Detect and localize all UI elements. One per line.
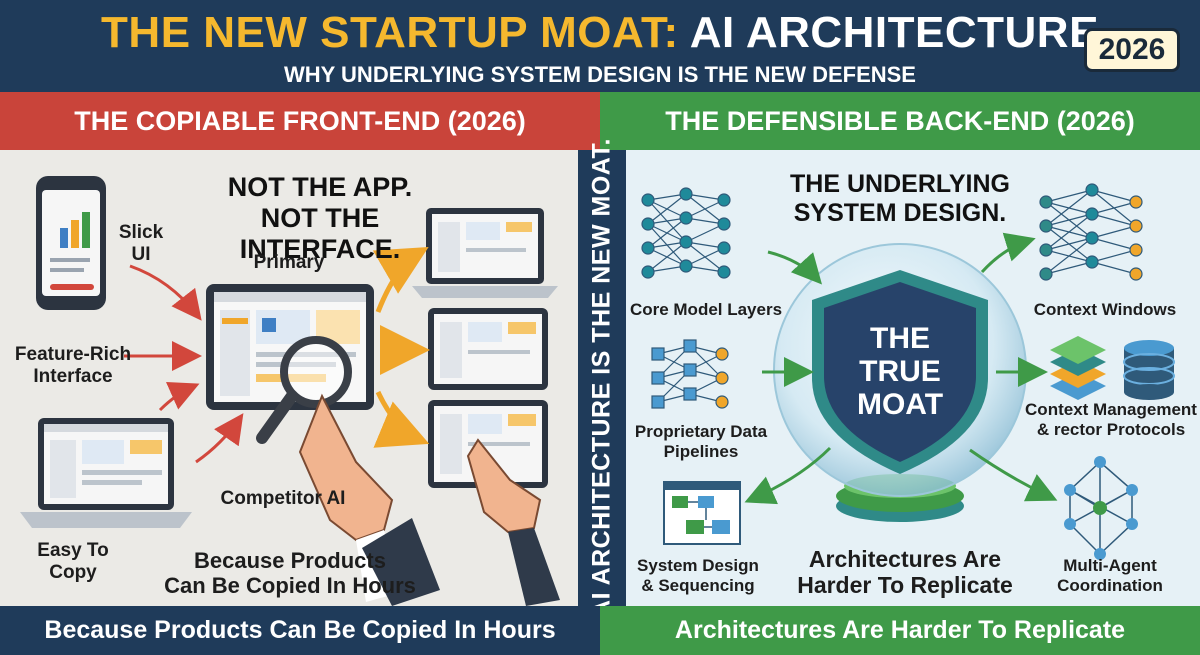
left-caption-line1: Because Products	[194, 548, 386, 573]
label-proprietary-pipelines: Proprietary Data Pipelines	[626, 422, 776, 461]
shield-label-line3: MOAT	[856, 388, 944, 421]
arrow	[744, 446, 832, 505]
label-slick-ui-line2: UI	[131, 243, 151, 265]
agent-network-icon	[1064, 456, 1138, 560]
right-caption: Architectures Are Harder To Replicate	[790, 546, 1020, 599]
label-multi-agent-line2: Coordination	[1057, 575, 1163, 595]
flowchart-icon	[663, 481, 741, 545]
arrow	[969, 448, 1058, 502]
left-headline: NOT THE APP. NOT THE INTERFACE.	[204, 172, 436, 265]
arrow	[195, 413, 244, 464]
main-title: THE NEW STARTUP MOAT: AI ARCHITECTURE	[0, 8, 1200, 58]
label-context-mgmt-line1: Context Management	[1025, 400, 1197, 419]
arrow	[767, 250, 823, 285]
label-context-management: Context Management & rector Protocols	[1024, 400, 1198, 439]
right-caption-line2: Harder To Replicate	[797, 572, 1013, 599]
pointing-hand-icon	[298, 393, 440, 606]
tablet-icon	[428, 308, 548, 390]
label-feature-rich: Feature-Rich Interface	[6, 344, 140, 388]
database-icon	[1123, 340, 1175, 400]
left-footer: Because Products Can Be Copied In Hours	[0, 606, 600, 655]
label-primary: Primary	[253, 252, 325, 273]
label-easy-copy-line1: Easy To	[37, 540, 109, 561]
right-headline-line1: THE UNDERLYING	[790, 170, 1010, 198]
pointing-hand-icon	[466, 438, 560, 606]
right-section-header: THE DEFENSIBLE BACK-END (2026)	[600, 92, 1200, 150]
label-system-design-line2: & Sequencing	[641, 575, 755, 595]
label-pipelines-line1: Proprietary Data	[634, 422, 768, 441]
label-easy-copy-line2: Copy	[49, 561, 97, 583]
laptop-icon	[412, 208, 558, 298]
label-easy-to-copy: Easy To Copy	[28, 540, 118, 584]
shield-label-line1: THE	[870, 322, 930, 355]
left-caption: Because Products Can Be Copied In Hours	[150, 548, 430, 599]
label-system-design: System Design & Sequencing	[628, 556, 768, 595]
label-feature-rich-line2: Interface	[33, 365, 113, 387]
neural-network-icon	[641, 187, 731, 279]
center-divider	[578, 150, 626, 606]
arrow	[158, 382, 200, 412]
left-headline-line1: NOT THE APP.	[227, 172, 413, 202]
left-headline-line2: NOT THE INTERFACE.	[239, 203, 401, 265]
subtitle: WHY UNDERLYING SYSTEM DESIGN IS THE NEW …	[284, 62, 916, 87]
right-headline-line2: SYSTEM DESIGN.	[793, 198, 1007, 227]
right-footer: Architectures Are Harder To Replicate	[600, 606, 1200, 655]
neural-network-icon	[651, 339, 729, 409]
laptop-icon	[20, 418, 192, 528]
shield-icon	[773, 243, 1027, 522]
right-caption-line1: Architectures Are	[808, 546, 1002, 572]
arrow	[372, 246, 429, 313]
shield-label-line2: TRUE	[859, 355, 941, 388]
arrow	[129, 264, 202, 321]
label-multi-agent: Multi-Agent Coordination	[1040, 556, 1180, 595]
label-context-windows: Context Windows	[1033, 300, 1177, 319]
left-caption-line2: Can Be Copied In Hours	[164, 573, 416, 599]
label-competitor-ai: Competitor AI	[220, 488, 346, 509]
label-slick-ui-line1: Slick	[118, 222, 164, 243]
smartphone-icon	[36, 176, 106, 310]
label-system-design-line1: System Design	[637, 556, 759, 575]
layers-icon	[1050, 336, 1106, 400]
main-title-part1: THE NEW STARTUP MOAT:	[101, 8, 679, 57]
main-title-part2: AI ARCHITECTURE	[689, 8, 1099, 57]
label-pipelines-line2: Pipelines	[663, 441, 739, 461]
magnifier-icon	[256, 336, 352, 444]
right-headline: THE UNDERLYING SYSTEM DESIGN.	[772, 170, 1028, 228]
left-section-header: THE COPIABLE FRONT-END (2026)	[0, 92, 600, 150]
year-badge: 2026	[1084, 28, 1180, 72]
arrow	[980, 232, 1036, 274]
label-core-model-layers: Core Model Layers	[629, 300, 783, 319]
label-context-mgmt-line2: & rector Protocols	[1036, 419, 1186, 439]
neural-network-icon	[1039, 183, 1143, 281]
shield-label: THE TRUE MOAT	[840, 322, 960, 421]
label-multi-agent-line1: Multi-Agent	[1063, 556, 1157, 575]
arrow	[373, 390, 430, 448]
header-bar	[0, 0, 1200, 92]
label-feature-rich-line1: Feature-Rich	[14, 344, 132, 365]
label-slick-ui: Slick UI	[106, 222, 176, 266]
